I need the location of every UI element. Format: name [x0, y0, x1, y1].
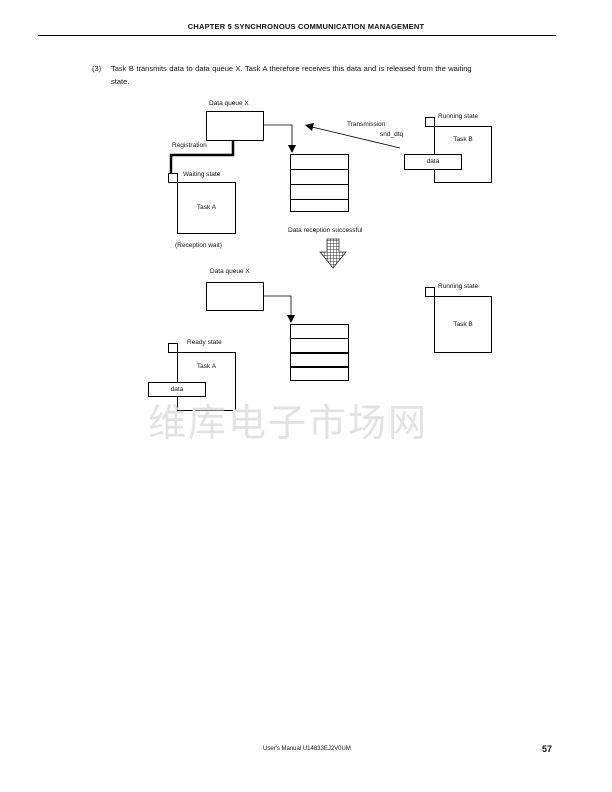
reception-wait-label: (Reception wait): [175, 242, 222, 249]
registration-line: [169, 140, 235, 174]
task-b-label: Task B: [453, 136, 473, 143]
task-b-label: Task B: [453, 320, 473, 328]
arrowhead-icon: [287, 315, 295, 323]
state-indicator: [168, 173, 178, 183]
task-a-label: Task A: [196, 363, 217, 370]
paragraph-line-2: state.: [111, 77, 130, 86]
arrowhead-icon: [305, 123, 314, 131]
task-b-box: Task B: [434, 296, 492, 353]
queue-stack: [290, 154, 349, 212]
task-a-box: Task A: [177, 182, 236, 234]
transmission-line: [311, 126, 401, 149]
down-arrow-icon: [319, 238, 347, 269]
data-queue-x: [206, 282, 264, 311]
chapter-header: CHAPTER 5 SYNCHRONOUS COMMUNICATION MANA…: [187, 22, 425, 31]
transmission-label: Transmission: [347, 121, 386, 128]
transition-label: Data reception successful: [288, 227, 363, 234]
item-number: (3): [92, 64, 102, 73]
state-indicator: [425, 287, 435, 297]
task-a-box: Task A: [177, 352, 236, 411]
task-a-label: Task A: [196, 204, 217, 211]
snd-dtq-label: snd_dtq: [380, 131, 404, 138]
queue-label: Data queue X: [209, 100, 249, 107]
page-number: 57: [542, 744, 553, 754]
queue-link-top: [263, 124, 293, 146]
registration-label: Registration: [172, 142, 207, 149]
queue-stack: [290, 324, 349, 381]
data-box: data: [404, 154, 462, 170]
paragraph-line-1: Task B transmits data to data queue X. T…: [111, 64, 472, 73]
waiting-state-label: Waiting state: [183, 171, 221, 178]
queue-link-bottom: [263, 295, 292, 316]
ready-state-label: Ready state: [187, 339, 222, 346]
running-state-label: Running state: [438, 283, 479, 290]
arrowhead-icon: [288, 145, 296, 153]
footer-manual: User's Manual U14833EJ2V0UM: [263, 746, 351, 752]
state-indicator: [425, 117, 435, 127]
state-indicator: [168, 343, 178, 353]
data-queue-x: [206, 111, 264, 141]
watermark: 维库电子市场网: [148, 401, 429, 445]
running-state-label: Running state: [438, 113, 479, 120]
queue-label: Data queue X: [210, 268, 250, 275]
header-rule: [38, 35, 556, 36]
data-box: data: [148, 382, 206, 397]
